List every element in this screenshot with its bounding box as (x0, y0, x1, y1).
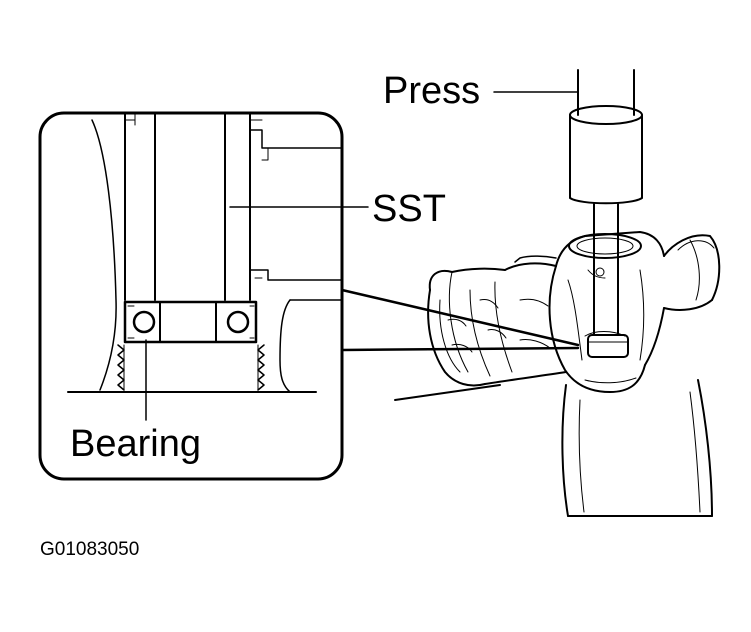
sst-label: SST (372, 188, 446, 230)
housing-body (395, 380, 712, 516)
figure-code: G01083050 (40, 539, 140, 560)
leader-lines (146, 92, 578, 420)
press-ram (570, 70, 642, 357)
detail-inset (40, 113, 342, 479)
zoom-connector (342, 290, 578, 350)
bearing-label: Bearing (70, 423, 201, 465)
press-label: Press (383, 70, 481, 112)
gear-housing (428, 232, 719, 392)
